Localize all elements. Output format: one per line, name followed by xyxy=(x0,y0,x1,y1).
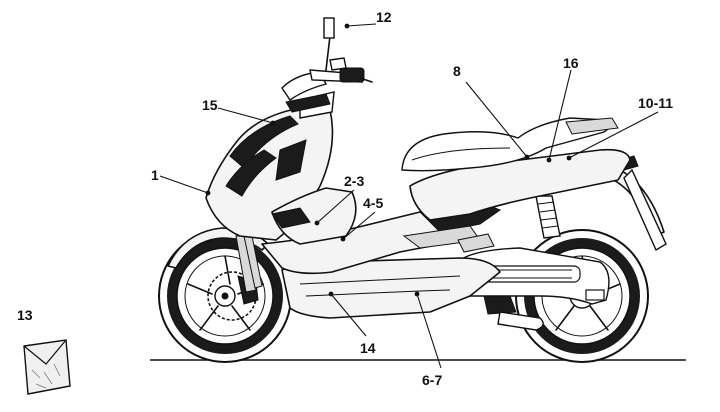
handlebar xyxy=(309,17,365,83)
grab-rail xyxy=(565,117,619,135)
callout-12: 12 xyxy=(376,9,392,25)
leader-lines xyxy=(159,23,659,369)
callout-6-7: 6-7 xyxy=(422,372,442,388)
leg-shield-panel xyxy=(271,187,357,245)
footrest-detail xyxy=(457,233,495,253)
exhaust-and-swingarm xyxy=(455,247,610,331)
callout-4-5: 4-5 xyxy=(363,195,383,211)
callout-1: 1 xyxy=(151,167,159,183)
callout-16: 16 xyxy=(563,55,579,71)
rear-shock xyxy=(535,195,561,239)
callout-labels: 12 8 16 10-11 15 1 2-3 4-5 13 14 6-7 xyxy=(17,9,673,388)
callout-14: 14 xyxy=(360,340,376,356)
leg-shield-graphic xyxy=(271,207,311,229)
callout-8: 8 xyxy=(453,63,461,79)
front-shield-graphic-upper xyxy=(229,115,299,169)
callout-13: 13 xyxy=(17,307,33,323)
decal-kit-bag xyxy=(23,339,71,395)
callout-2-3: 2-3 xyxy=(344,173,364,189)
front-shield-graphic-lower xyxy=(225,149,277,197)
callout-15: 15 xyxy=(202,97,218,113)
callout-10-11: 10-11 xyxy=(638,95,673,111)
